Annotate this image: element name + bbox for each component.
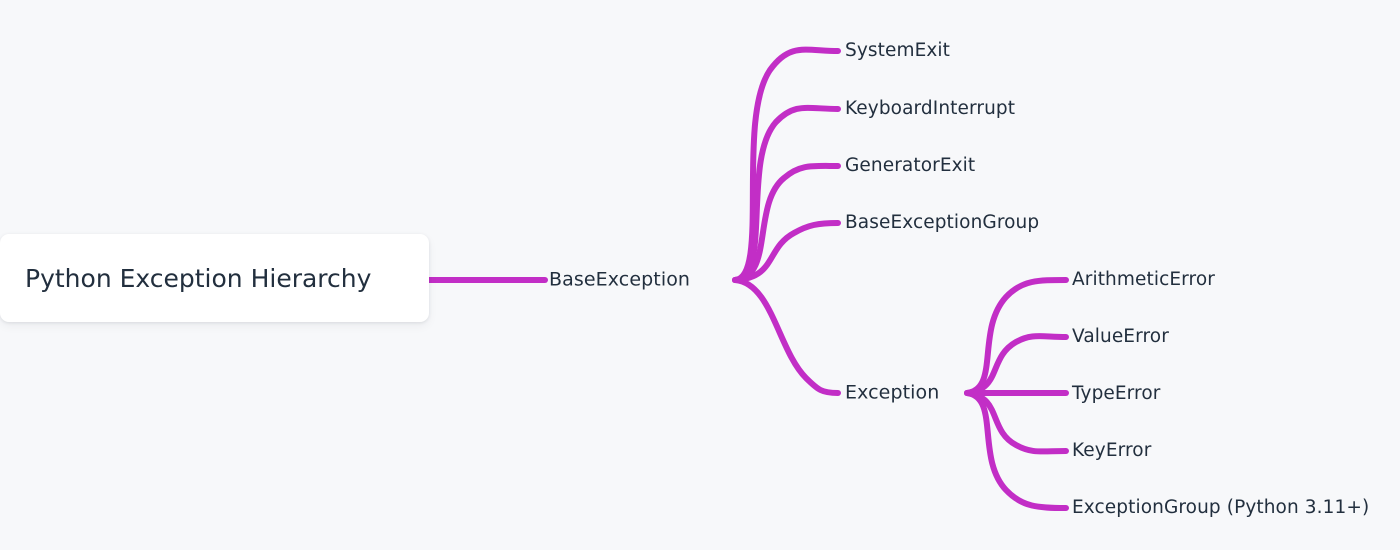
node-generatorexit[interactable]: GeneratorExit xyxy=(845,154,976,176)
edge-baseexception-to-baseexceptiongroup xyxy=(732,220,841,283)
edge-baseexception-to-generatorexit xyxy=(732,162,841,283)
root-node-label: Python Exception Hierarchy xyxy=(25,263,372,293)
node-valueerror[interactable]: ValueError xyxy=(1072,325,1169,347)
edge-exception-to-exceptiongroup-python-3-11- xyxy=(964,390,1069,511)
edge-baseexception-to-keyboardinterrupt xyxy=(732,104,841,283)
node-baseexception[interactable]: BaseException xyxy=(549,268,691,291)
node-arithmeticerror[interactable]: ArithmeticError xyxy=(1072,268,1215,290)
node-systemexit[interactable]: SystemExit xyxy=(845,39,951,61)
node-keyerror[interactable]: KeyError xyxy=(1072,439,1152,461)
root-node[interactable]: Python Exception Hierarchy xyxy=(0,234,429,322)
node-keyboardinterrupt[interactable]: KeyboardInterrupt xyxy=(845,97,1016,119)
node-exception[interactable]: Exception xyxy=(845,381,940,404)
edge-baseexception-to-exception xyxy=(732,277,841,396)
edge-exception-to-arithmeticerror xyxy=(964,277,1069,396)
node-typeerror[interactable]: TypeError xyxy=(1072,382,1161,404)
edge-baseexception-to-systemexit xyxy=(732,46,841,283)
node-baseexceptiongroup[interactable]: BaseExceptionGroup xyxy=(845,211,1040,233)
edge-exception-to-keyerror xyxy=(964,390,1069,455)
node-exceptiongroup-python-3-11[interactable]: ExceptionGroup (Python 3.11+) xyxy=(1072,496,1370,518)
edge-exception-to-valueerror xyxy=(964,333,1069,396)
